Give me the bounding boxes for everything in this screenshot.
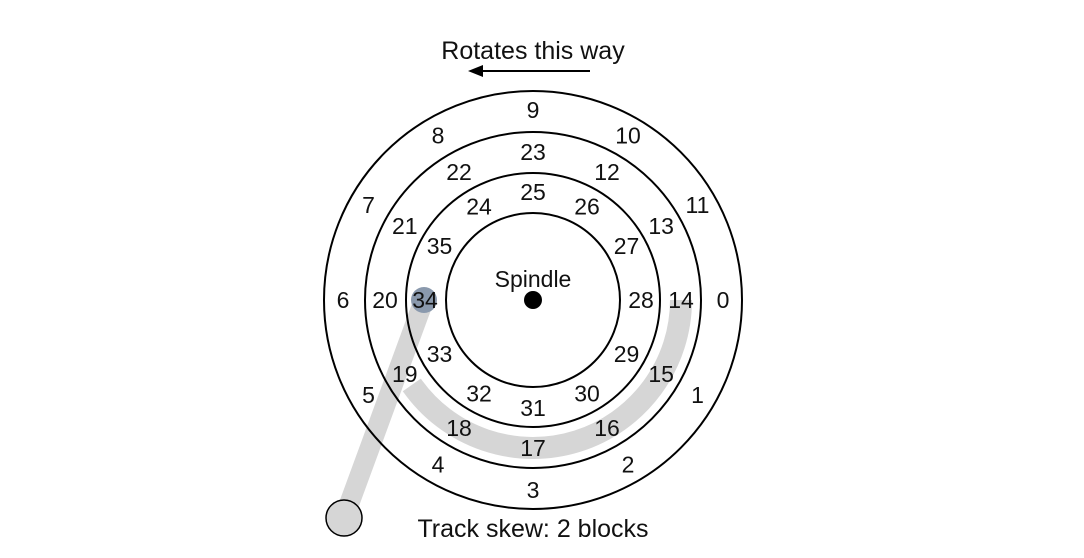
spindle-label: Spindle xyxy=(495,266,572,292)
sector-label-outer-0: 0 xyxy=(717,287,730,313)
outer-ring xyxy=(323,90,743,510)
sector-label-outer-4: 4 xyxy=(432,452,445,478)
sector-label-middle-16: 16 xyxy=(594,415,620,441)
sector-label-outer-6: 6 xyxy=(337,287,350,313)
sector-label-outer-10: 10 xyxy=(615,123,641,149)
inner-ring xyxy=(445,212,621,388)
sector-label-middle-17: 17 xyxy=(520,435,546,461)
sector-label-inner-25: 25 xyxy=(520,179,546,205)
sector-label-inner-30: 30 xyxy=(574,381,600,407)
rotation-title: Rotates this way xyxy=(441,37,625,65)
sector-label-middle-18: 18 xyxy=(446,415,472,441)
sector-label-outer-1: 1 xyxy=(691,382,704,408)
sector-label-middle-13: 13 xyxy=(648,213,674,239)
sector-label-inner-24: 24 xyxy=(466,194,492,220)
sector-label-middle-15: 15 xyxy=(648,361,674,387)
sector-label-outer-11: 11 xyxy=(686,192,710,218)
sector-label-middle-21: 21 xyxy=(392,213,418,239)
sector-label-middle-23: 23 xyxy=(520,139,546,165)
sector-label-inner-26: 26 xyxy=(574,194,600,220)
sector-labels: 0123456789101112131415161718192021222324… xyxy=(337,97,730,503)
seek-path-highlight xyxy=(402,299,692,459)
sector-label-outer-5: 5 xyxy=(362,382,375,408)
sector-label-outer-8: 8 xyxy=(432,123,445,149)
sector-label-middle-14: 14 xyxy=(668,287,694,313)
sector-label-outer-9: 9 xyxy=(527,97,540,123)
sector-label-inner-29: 29 xyxy=(614,341,640,367)
sector-label-outer-2: 2 xyxy=(622,452,635,478)
sector-label-inner-27: 27 xyxy=(614,233,640,259)
track-skew-caption: Track skew: 2 blocks xyxy=(417,515,648,543)
sector-label-inner-31: 31 xyxy=(520,395,546,421)
sector-label-inner-34: 34 xyxy=(412,287,438,313)
rotation-arrow-icon xyxy=(468,65,483,77)
sector-label-middle-22: 22 xyxy=(446,159,472,185)
sector-label-middle-19: 19 xyxy=(392,361,418,387)
sector-label-outer-3: 3 xyxy=(527,477,540,503)
middle-ring-inner-edge xyxy=(405,172,661,428)
sector-label-outer-7: 7 xyxy=(362,192,375,218)
sector-label-middle-12: 12 xyxy=(594,159,620,185)
disk-head-icon xyxy=(411,287,437,313)
arm-pivot-icon xyxy=(325,499,363,537)
disk-arm xyxy=(334,290,434,528)
spindle-icon xyxy=(524,291,542,309)
sector-label-inner-33: 33 xyxy=(427,341,453,367)
sector-label-inner-32: 32 xyxy=(466,381,492,407)
sector-label-inner-28: 28 xyxy=(628,287,654,313)
middle-ring-outer-edge xyxy=(364,131,702,469)
sector-label-inner-35: 35 xyxy=(427,233,453,259)
sector-label-middle-20: 20 xyxy=(372,287,398,313)
